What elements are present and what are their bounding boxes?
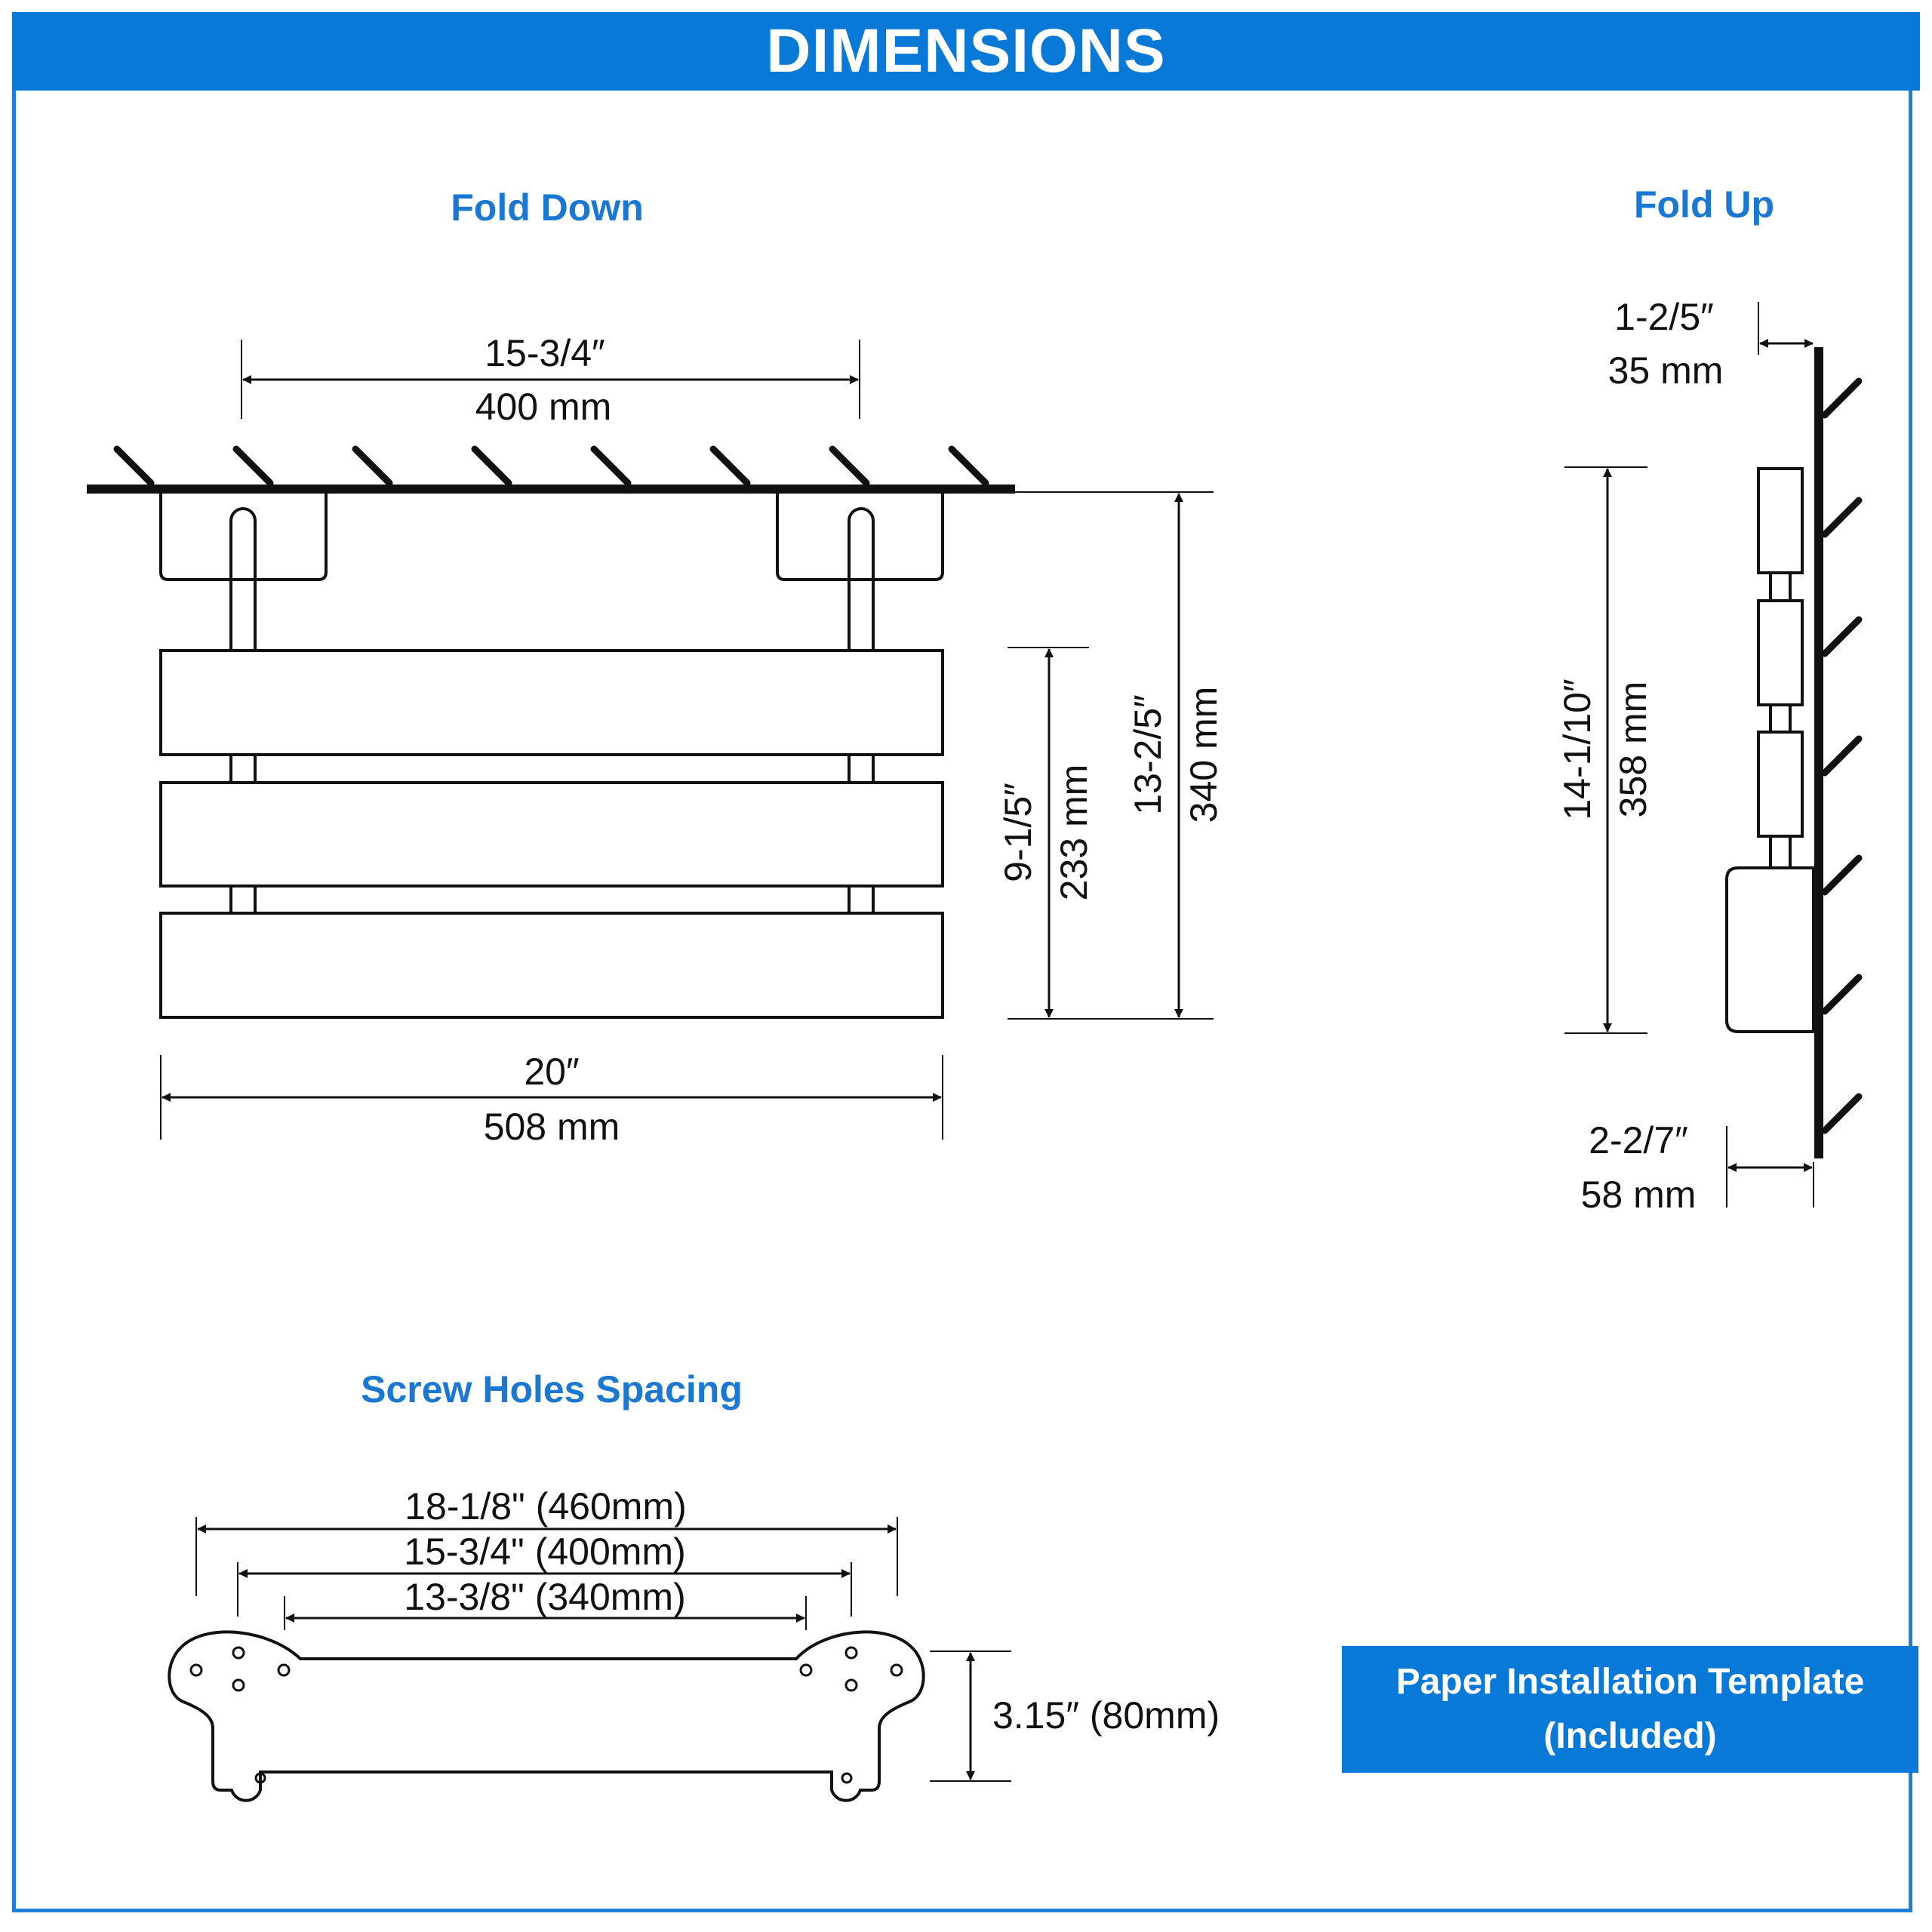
note-line-1: Paper Installation Template — [1395, 1662, 1865, 1702]
fold-up-height-mm-label: 358 mm — [1612, 681, 1654, 818]
wall-hatch — [113, 445, 989, 487]
header-banner: DIMENSIONS — [12, 12, 1920, 91]
width-inch-label: 20″ — [524, 1051, 579, 1093]
slat-depth-mm-label: 35 mm — [1608, 349, 1724, 392]
seat-slat — [159, 781, 944, 888]
installation-template-note: Paper Installation Template (Included) — [1342, 1646, 1918, 1773]
middle-span-label: 15-3/4" (400mm) — [404, 1531, 685, 1573]
template-height-label: 3.15″ (80mm) — [992, 1694, 1220, 1737]
seat-slat — [159, 649, 944, 756]
left-bracket — [159, 494, 328, 581]
right-bracket — [776, 494, 944, 581]
fold-down-view — [87, 340, 1214, 1140]
total-height-mm-label: 340 mm — [1183, 687, 1225, 823]
folded-slat — [1757, 467, 1804, 574]
width-mm-label: 508 mm — [484, 1106, 620, 1148]
fold-up-depth-mm-label: 58 mm — [1581, 1174, 1697, 1216]
screw-holes-title: Screw Holes Spacing — [361, 1368, 743, 1411]
inner-height-inch-label: 9-1/5″ — [997, 783, 1039, 882]
slat-depth-inch-label: 1-2/5″ — [1614, 296, 1714, 338]
folded-slat — [1757, 731, 1804, 838]
folded-slat — [1757, 599, 1804, 706]
fold-up-view — [1564, 302, 1863, 1208]
inner-span-label: 13-3/8" (340mm) — [404, 1576, 685, 1618]
support-rods — [229, 507, 875, 913]
wall-hatch — [1821, 377, 1863, 1134]
note-line-2: (Included) — [1543, 1716, 1717, 1756]
fold-up-title: Fold Up — [1633, 183, 1775, 226]
fold-down-title: Fold Down — [451, 186, 644, 229]
top-span-mm-label: 400 mm — [475, 386, 612, 428]
seat-slat — [159, 912, 944, 1019]
inner-height-mm-label: 233 mm — [1053, 764, 1095, 901]
fold-up-depth-inch-label: 2-2/7″ — [1589, 1119, 1688, 1161]
screw-holes-view — [168, 1517, 1011, 1802]
top-span-inch-label: 15-3/4″ — [485, 332, 605, 374]
template-plate — [168, 1630, 925, 1802]
fold-up-height-inch-label: 14-1/10″ — [1556, 678, 1598, 820]
outer-span-label: 18-1/8" (460mm) — [405, 1485, 686, 1527]
screw-hole-group — [189, 1646, 903, 1784]
total-height-inch-label: 13-2/5″ — [1127, 694, 1169, 814]
folded-bracket — [1725, 866, 1815, 1033]
page-title: DIMENSIONS — [766, 17, 1166, 85]
